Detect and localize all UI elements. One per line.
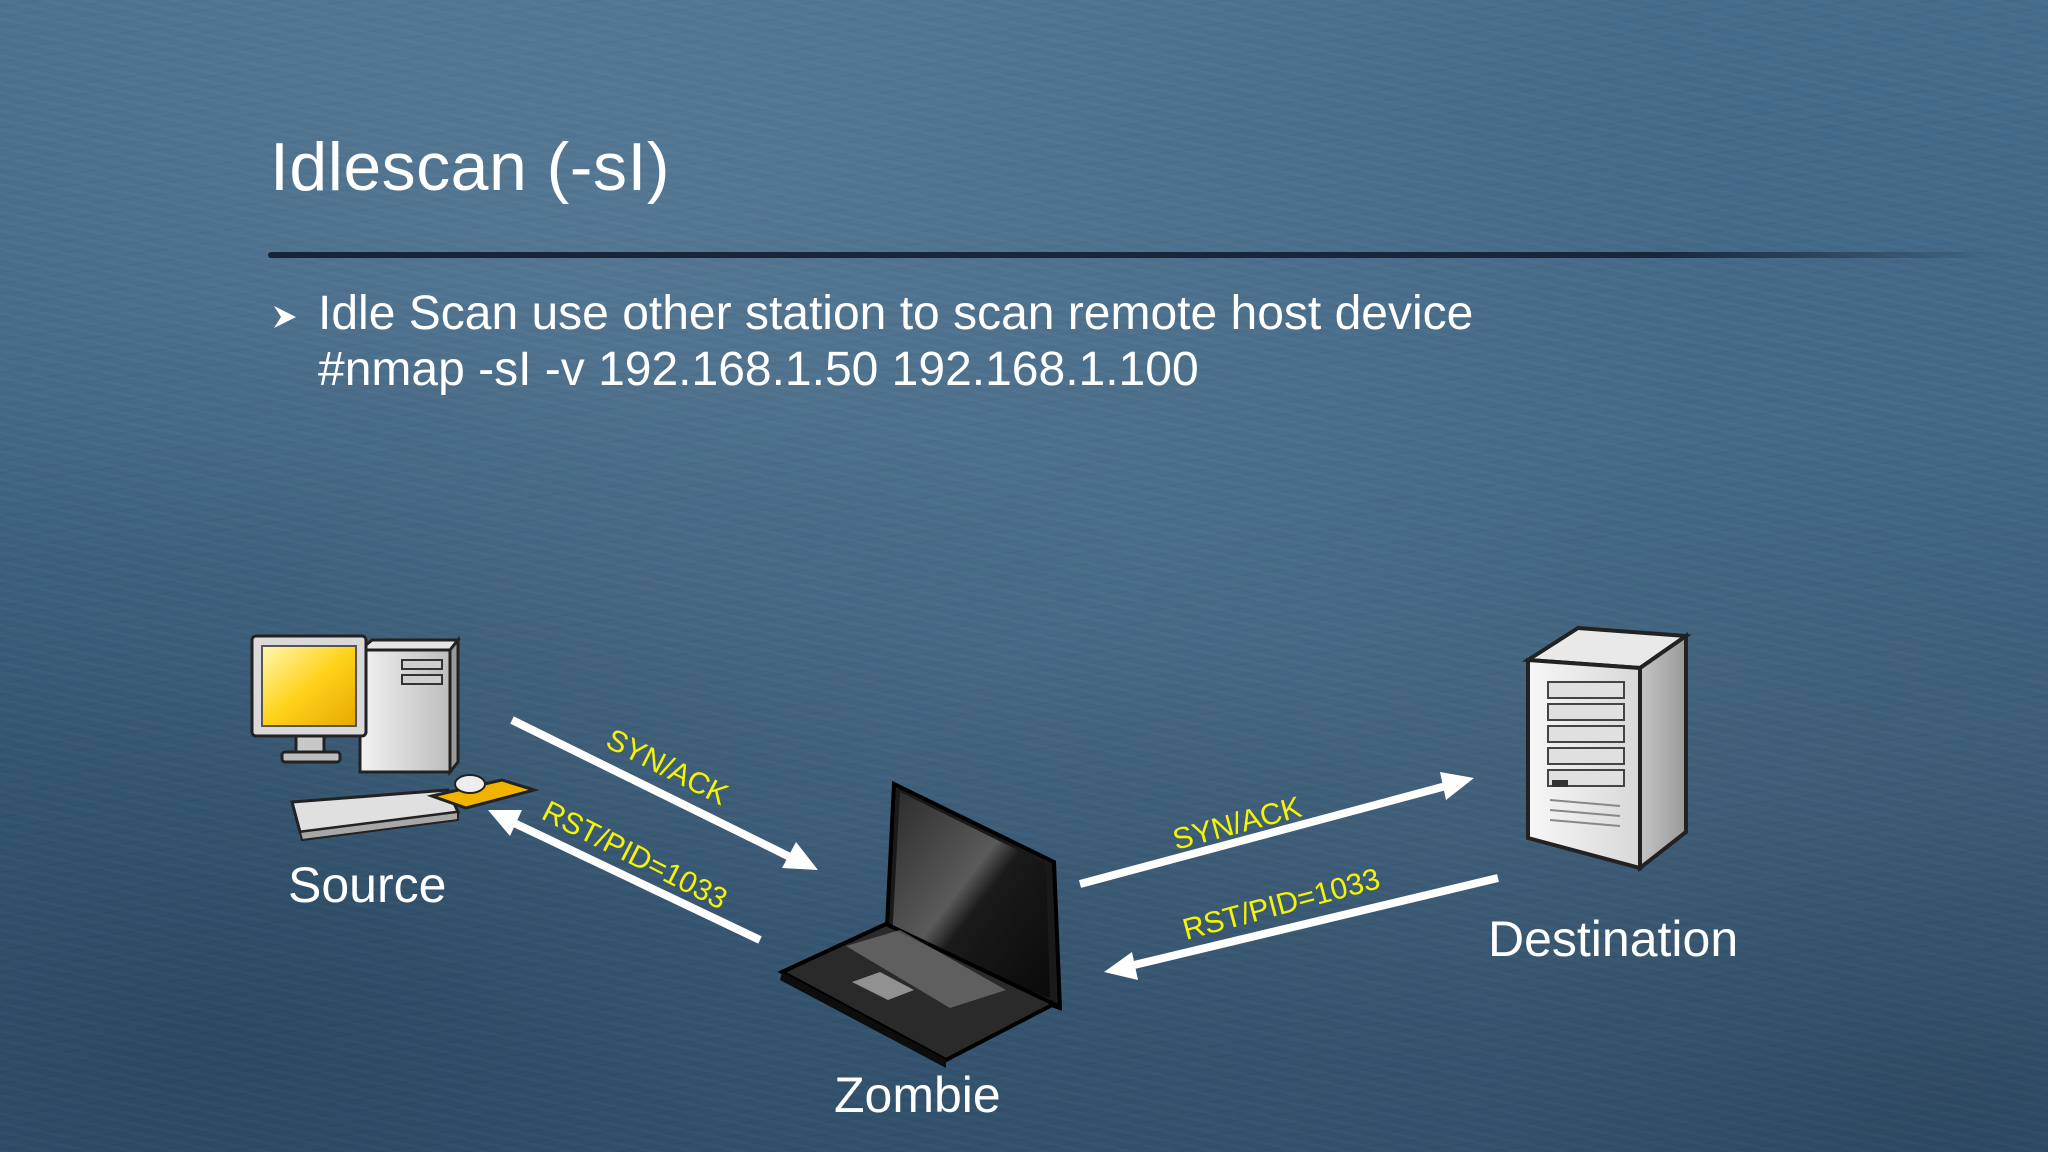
node-label-zombie: Zombie <box>834 1067 1001 1123</box>
title-divider <box>268 252 2008 258</box>
arrow-zombie-to-destination <box>1078 772 1474 888</box>
edge-label-syn-ack-2: SYN/ACK <box>1169 791 1305 857</box>
arrow-source-to-zombie <box>510 716 818 870</box>
node-label-destination: Destination <box>1488 911 1739 967</box>
nmap-command: #nmap -sI -v 192.168.1.50 192.168.1.100 <box>318 343 1199 396</box>
node-label-source: Source <box>288 857 447 913</box>
laptop-icon <box>777 780 1063 1068</box>
server-tower-icon <box>1521 625 1692 873</box>
arrow-destination-to-zombie <box>1104 874 1499 980</box>
slide-title: Idlescan (-sI) <box>270 129 670 205</box>
desktop-computer-icon <box>250 634 540 842</box>
arrow-bullet-icon <box>274 306 296 328</box>
edge-label-rst-pid-2: RST/PID=1033 <box>1179 862 1383 946</box>
bullet-text: Idle Scan use other station to scan remo… <box>318 287 1474 340</box>
arrow-zombie-to-source <box>488 810 762 944</box>
